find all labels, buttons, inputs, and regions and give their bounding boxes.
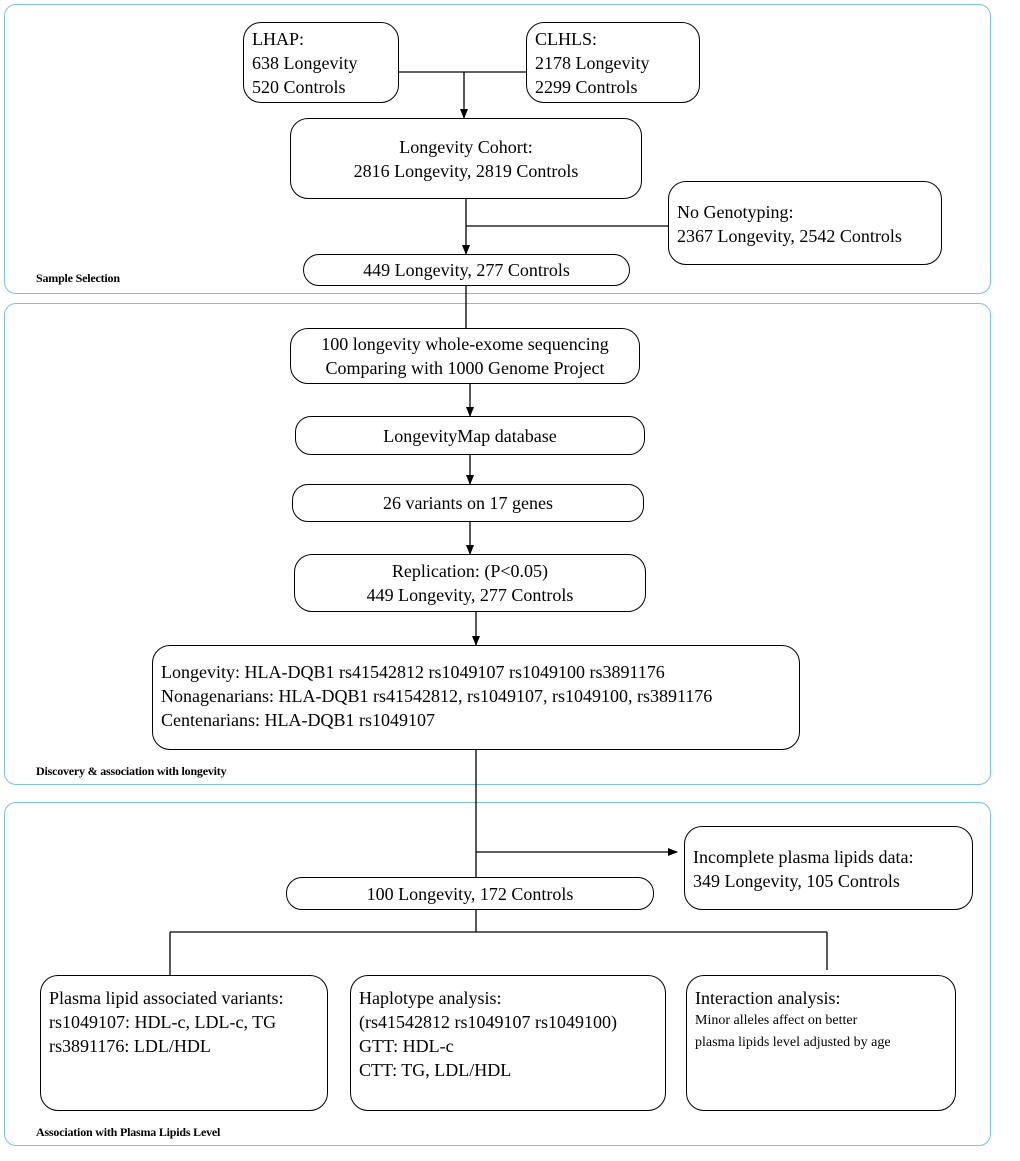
plasma-variants-box: Plasma lipid associated variants: rs1049… xyxy=(40,975,328,1111)
wes-line-2: Comparing with 1000 Genome Project xyxy=(325,358,605,378)
wes-box: 100 longevity whole-exome sequencing Com… xyxy=(290,328,640,384)
cohort-counts: 2816 Longevity, 2819 Controls xyxy=(353,160,579,181)
clhls-box: CLHLS: 2178 Longevity 2299 Controls xyxy=(526,22,700,103)
clhls-title: CLHLS: xyxy=(535,29,598,49)
plasma-variants-rs3891176: rs3891176: LDL/HDL xyxy=(49,1036,211,1056)
variants-box: 26 variants on 17 genes xyxy=(292,484,644,522)
plasma-variants-rs1049107: rs1049107: HDL-c, LDL-c, TG xyxy=(49,1012,277,1032)
longevitymap-label: LongevityMap database xyxy=(383,425,557,446)
haplotype-snps: (rs41542812 rs1049107 rs1049100) xyxy=(359,1012,617,1032)
haplotype-box: Haplotype analysis: (rs41542812 rs104910… xyxy=(350,975,666,1111)
association-section xyxy=(4,802,991,1146)
wes-line-1: 100 longevity whole-exome sequencing xyxy=(321,334,609,354)
lhap-title: LHAP: xyxy=(252,29,305,49)
plasma-variants-title: Plasma lipid associated variants: xyxy=(49,988,284,1008)
replication-title: Replication: (P<0.05) xyxy=(391,561,549,581)
clhls-controls: 2299 Controls xyxy=(535,77,638,97)
interaction-title: Interaction analysis: xyxy=(695,988,841,1008)
result-longevity: Longevity: HLA-DQB1 rs41542812 rs1049107… xyxy=(161,662,665,682)
longevitymap-box: LongevityMap database xyxy=(295,416,645,455)
interaction-box: Interaction analysis: Minor alleles affe… xyxy=(686,975,956,1111)
clhls-longevity: 2178 Longevity xyxy=(535,53,650,73)
cohort-title: Longevity Cohort: xyxy=(399,136,533,157)
haplotype-ctt: CTT: TG, LDL/HDL xyxy=(359,1060,512,1080)
lipid-sample-counts: 100 Longevity, 172 Controls xyxy=(366,883,574,904)
longevity-cohort-box: Longevity Cohort: 2816 Longevity, 2819 C… xyxy=(290,118,642,199)
result-nonagenarians: Nonagenarians: HLA-DQB1 rs41542812, rs10… xyxy=(161,686,713,706)
incomplete-lipids-box: Incomplete plasma lipids data: 349 Longe… xyxy=(684,826,973,910)
lipid-sample-box: 100 Longevity, 172 Controls xyxy=(286,877,654,910)
haplotype-gtt: GTT: HDL-c xyxy=(359,1036,454,1056)
no-genotyping-box: No Genotyping: 2367 Longevity, 2542 Cont… xyxy=(668,181,942,265)
association-results-box: Longevity: HLA-DQB1 rs41542812 rs1049107… xyxy=(152,645,800,750)
selected-counts: 449 Longevity, 277 Controls xyxy=(363,260,570,280)
incomplete-title: Incomplete plasma lipids data: xyxy=(693,847,914,867)
replication-box: Replication: (P<0.05) 449 Longevity, 277… xyxy=(294,554,646,612)
section-label-sample-selection: Sample Selection xyxy=(36,271,120,285)
result-centenarians: Centenarians: HLA-DQB1 rs1049107 xyxy=(161,710,435,730)
lhap-longevity: 638 Longevity xyxy=(252,53,358,73)
no-genotyping-counts: 2367 Longevity, 2542 Controls xyxy=(677,226,902,246)
selected-sample-box: 449 Longevity, 277 Controls xyxy=(303,254,630,286)
variants-label: 26 variants on 17 genes xyxy=(383,493,553,513)
no-genotyping-title: No Genotyping: xyxy=(677,202,794,222)
interaction-body-1: Minor alleles affect on better xyxy=(695,1013,858,1028)
section-label-discovery: Discovery & association with longevity xyxy=(36,764,227,778)
section-label-association: Association with Plasma Lipids Level xyxy=(36,1125,221,1139)
haplotype-title: Haplotype analysis: xyxy=(359,988,502,1008)
sample-selection-section xyxy=(4,4,991,294)
incomplete-counts: 349 Longevity, 105 Controls xyxy=(693,871,900,891)
lhap-controls: 520 Controls xyxy=(252,77,346,97)
replication-counts: 449 Longevity, 277 Controls xyxy=(366,585,574,605)
lhap-box: LHAP: 638 Longevity 520 Controls xyxy=(243,22,399,103)
discovery-section xyxy=(4,303,991,785)
interaction-body-2: plasma lipids level adjusted by age xyxy=(695,1035,891,1050)
